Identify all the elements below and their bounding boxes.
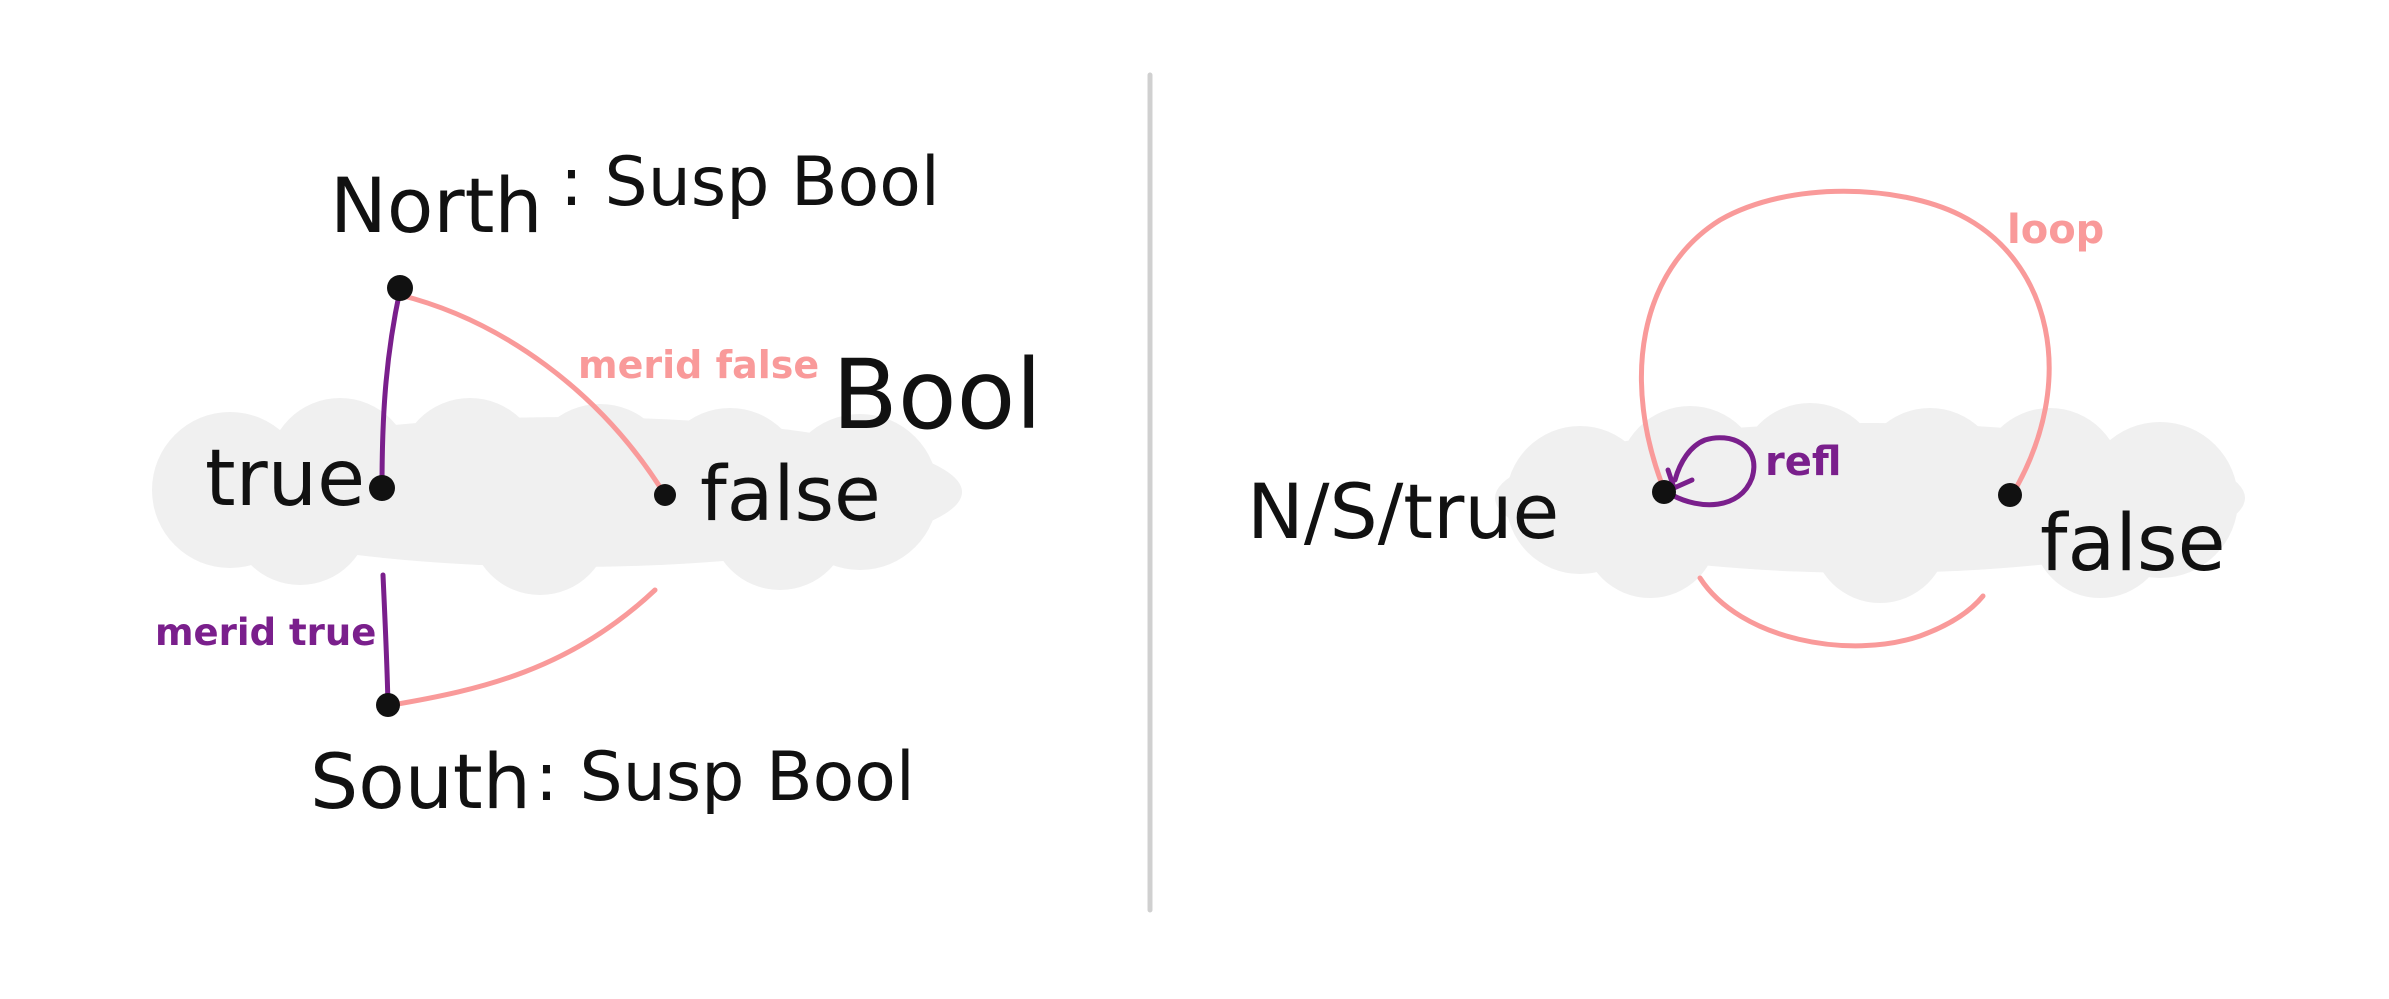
south-type-label: : Susp Bool xyxy=(535,738,915,817)
bottom-arc-path xyxy=(1697,575,1986,649)
south-point xyxy=(376,693,400,717)
merid-false-label: merid false xyxy=(578,343,819,387)
bool-label: Bool xyxy=(832,339,1042,451)
false-point-right xyxy=(1998,483,2022,507)
false-point-left xyxy=(654,484,676,506)
north-label: North xyxy=(330,161,543,250)
true-point xyxy=(369,475,395,501)
loop-path xyxy=(1638,188,2052,498)
south-to-false-path xyxy=(389,587,658,708)
false-label-left: false xyxy=(700,449,881,538)
loop-label: loop xyxy=(2007,207,2104,253)
merid-true-label: merid true xyxy=(155,611,376,654)
true-to-south-path xyxy=(380,572,391,708)
nstrue-label: N/S/true xyxy=(1247,467,1559,556)
merid-false-path xyxy=(397,292,668,498)
nstrue-point xyxy=(1652,480,1676,504)
true-label-left: true xyxy=(205,434,365,524)
north-type-label: : Susp Bool xyxy=(560,143,940,222)
false-label-right: false xyxy=(2040,499,2226,589)
south-label: South xyxy=(310,737,531,826)
bool-cloud-left xyxy=(152,398,962,595)
north-point xyxy=(387,275,413,301)
refl-path xyxy=(1669,435,1757,508)
refl-label: refl xyxy=(1765,439,1842,485)
right-panel: N/S/true false loop refl xyxy=(1247,188,2245,649)
left-panel: North : Susp Bool true false Bool merid … xyxy=(152,143,1042,826)
north-to-true-path xyxy=(379,287,403,491)
